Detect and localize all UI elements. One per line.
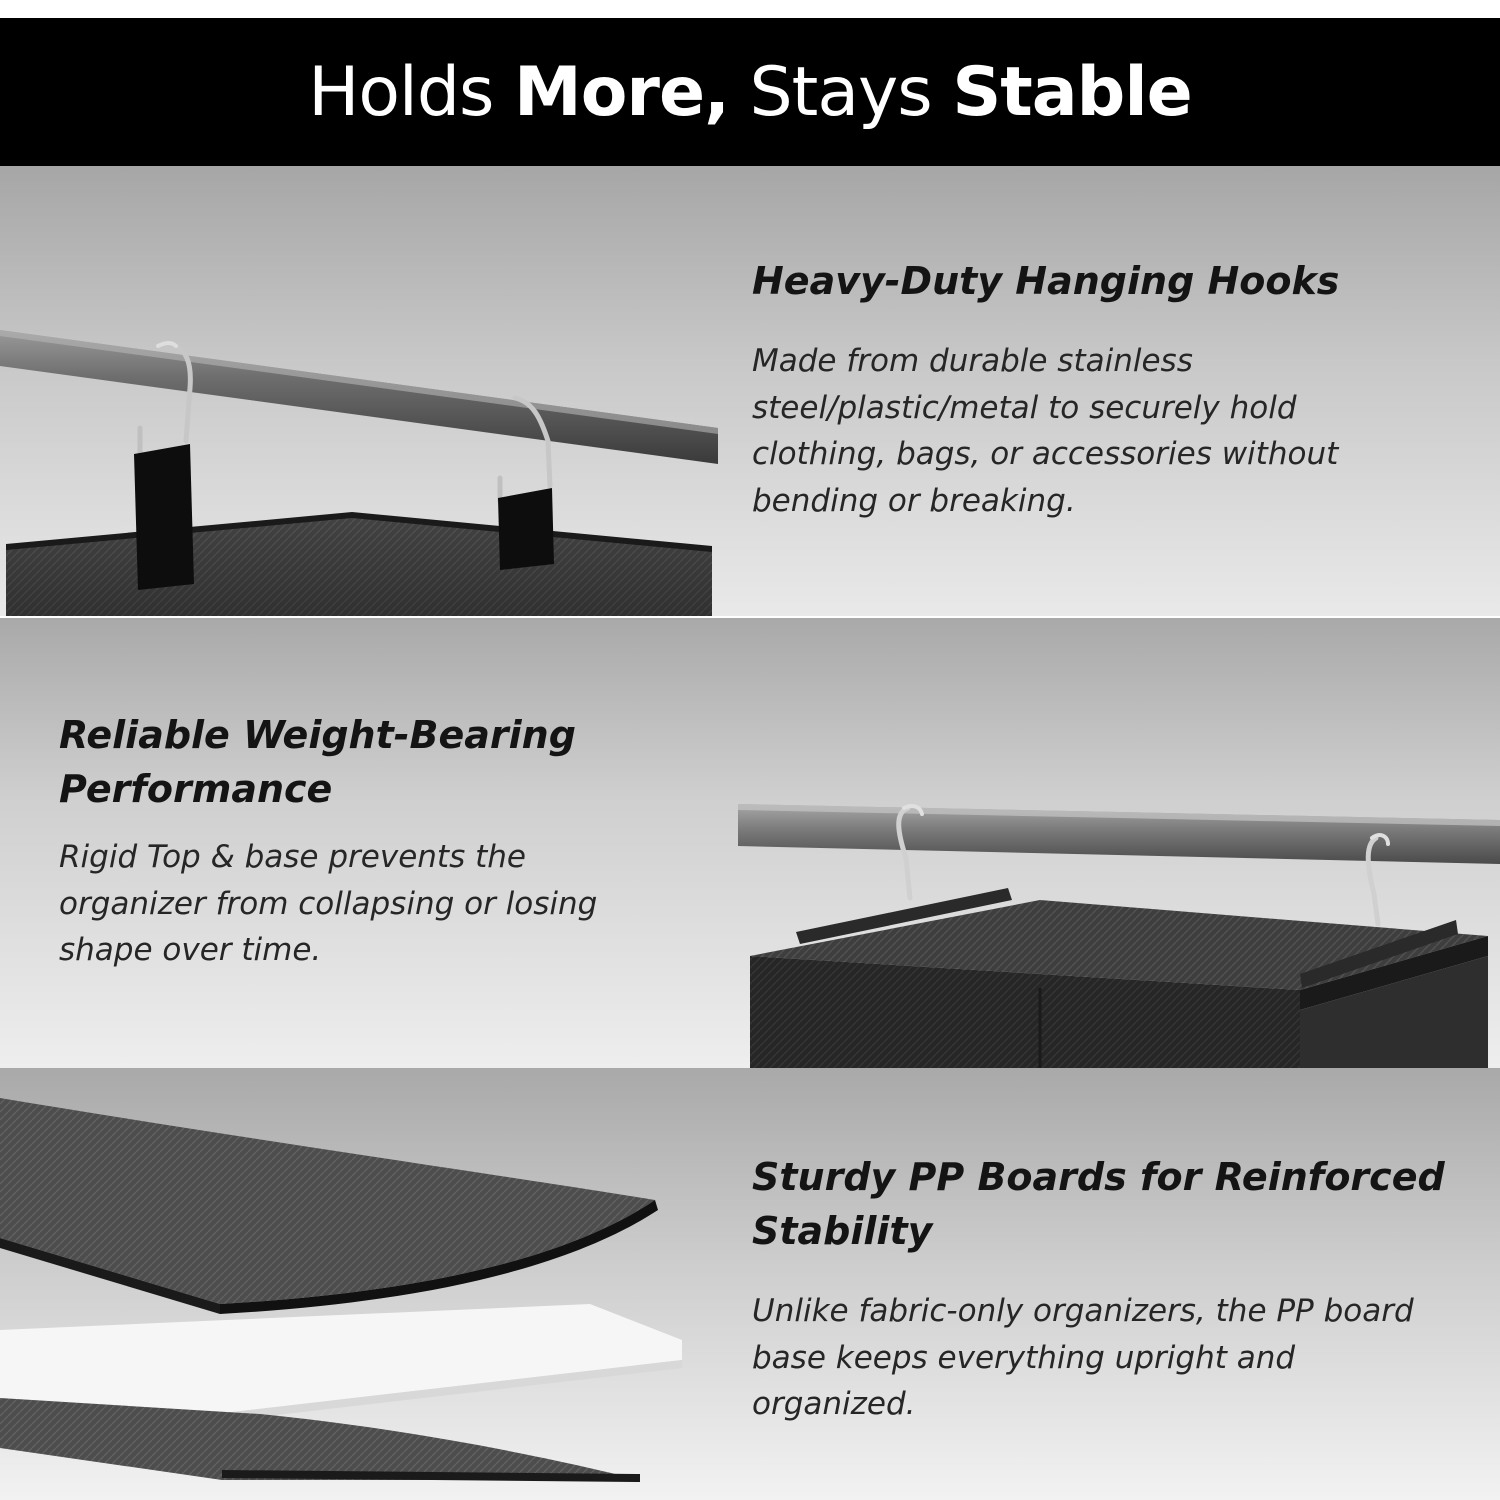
header-banner: Holds More, Stays Stable <box>0 18 1500 166</box>
feature-body-boards: Unlike fabric-only organizers, the PP bo… <box>752 1293 1414 1422</box>
feature-panel-hooks: Heavy-Duty Hanging Hooks Made from durab… <box>0 166 1500 616</box>
pp-board-layers-illustration <box>0 1098 682 1482</box>
feature-panel-weight: Reliable Weight-Bearing Performance Rigi… <box>0 618 1500 1068</box>
title-text-stays: Stays <box>728 52 953 132</box>
title-text-holds: Holds <box>308 52 515 132</box>
feature-panel-boards: Sturdy PP Boards for Reinforced Stabilit… <box>0 1068 1500 1500</box>
feature-body-weight: Rigid Top & base prevents the organizer … <box>59 839 598 968</box>
feature-heading-hooks: Heavy-Duty Hanging Hooks <box>752 259 1340 303</box>
feature-heading-weight: Reliable Weight-Bearing Performance <box>59 713 576 811</box>
page-title: Holds More, Stays Stable <box>308 52 1193 132</box>
feature-heading-boards: Sturdy PP Boards for Reinforced Stabilit… <box>752 1155 1445 1253</box>
feature-body-hooks: Made from durable stainless steel/plasti… <box>752 343 1339 519</box>
title-text-more: More, <box>514 52 730 132</box>
title-text-stable: Stable <box>952 52 1192 132</box>
organizer-top-illustration <box>738 804 1500 1068</box>
hanging-rod-illustration <box>0 330 718 616</box>
